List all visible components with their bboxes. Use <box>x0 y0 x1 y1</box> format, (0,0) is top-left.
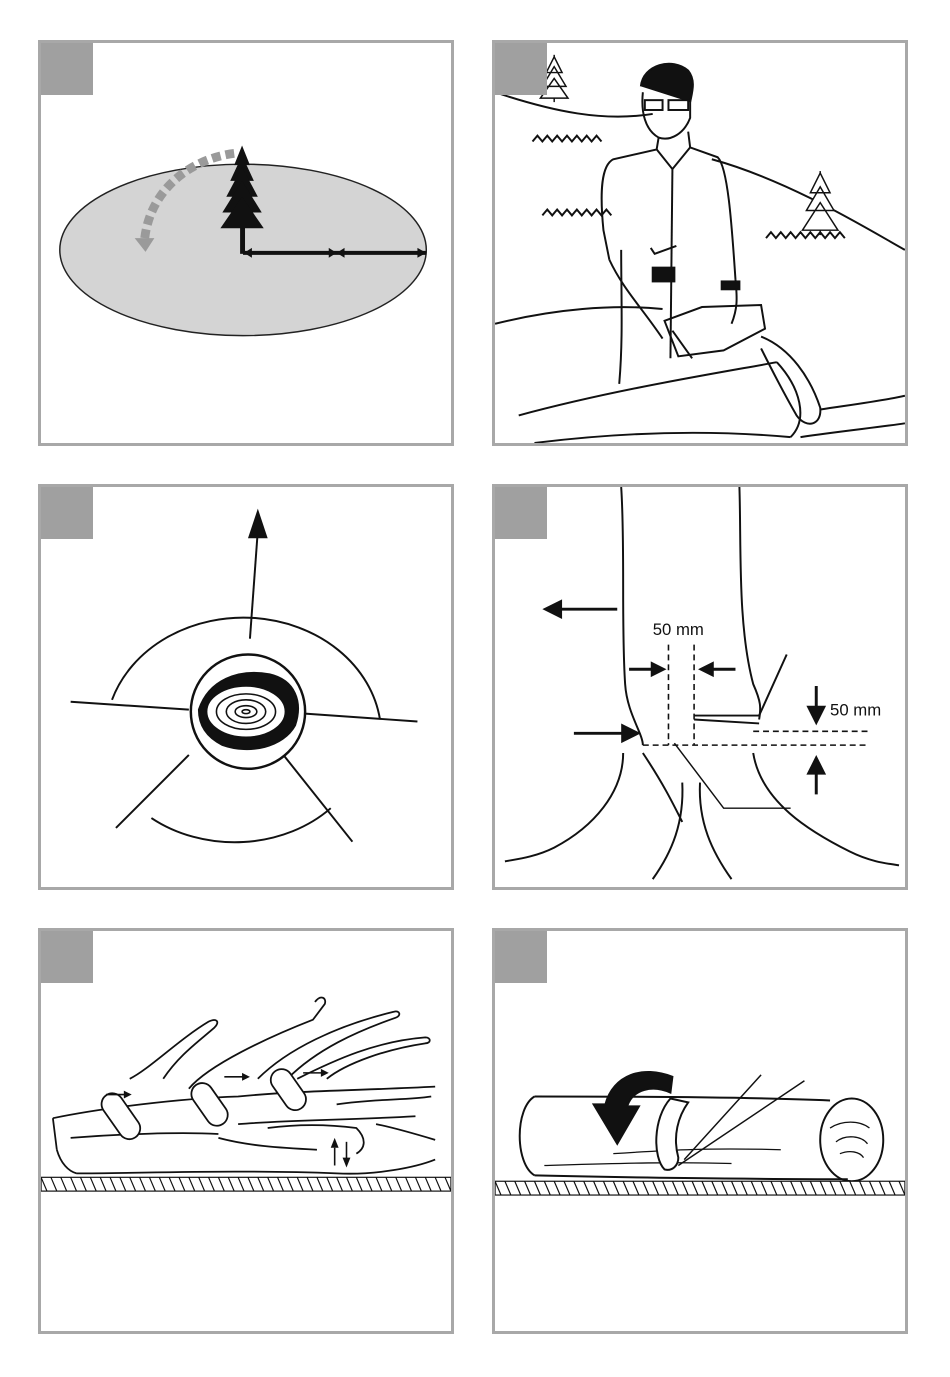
panel-number-tag <box>41 43 93 95</box>
operator-illustration <box>495 43 905 443</box>
hinge-width-label: 50 mm <box>653 620 704 639</box>
retreat-paths-illustration <box>41 487 451 887</box>
bucking-illustration <box>495 931 905 1331</box>
retreat-arc <box>151 808 330 842</box>
zone-line <box>305 714 417 722</box>
chainsaw <box>665 305 821 424</box>
panel-bucking <box>492 928 908 1334</box>
cut-direction-arrows <box>106 1069 350 1168</box>
stump-rings <box>199 673 298 750</box>
retreat-line <box>116 755 189 828</box>
grass-tuft <box>766 232 845 238</box>
saw-cut <box>656 1075 804 1170</box>
limb-stubs <box>97 1065 310 1144</box>
fall-direction-arrowhead <box>248 509 268 539</box>
panel-felling-cuts: 50 mm 50 mm <box>492 484 908 890</box>
fall-direction-arrowhead <box>542 599 562 619</box>
panel-operator <box>492 40 908 446</box>
tree-trunk <box>505 487 899 879</box>
zone-line <box>71 702 189 710</box>
retreat-line <box>283 755 352 842</box>
felling-zone-illustration <box>41 43 451 443</box>
panel-number-tag <box>495 43 547 95</box>
panel-retreat-paths <box>38 484 454 890</box>
limbing-illustration <box>41 931 451 1331</box>
log-end <box>820 1098 883 1181</box>
fall-direction-arrow <box>250 530 258 638</box>
log <box>520 1097 884 1182</box>
grass-tuft <box>533 136 602 142</box>
panel-number-tag <box>41 931 93 983</box>
back-cut-height-label: 50 mm <box>830 701 881 720</box>
panel-number-tag <box>41 487 93 539</box>
tree-icon <box>802 171 837 235</box>
panel-number-tag <box>495 487 547 539</box>
panel-number-tag <box>495 931 547 983</box>
felling-cuts-illustration: 50 mm 50 mm <box>495 487 905 887</box>
hill-line <box>495 92 653 116</box>
panel-felling-zone <box>38 40 454 446</box>
panel-limbing <box>38 928 454 1334</box>
log <box>519 362 905 443</box>
